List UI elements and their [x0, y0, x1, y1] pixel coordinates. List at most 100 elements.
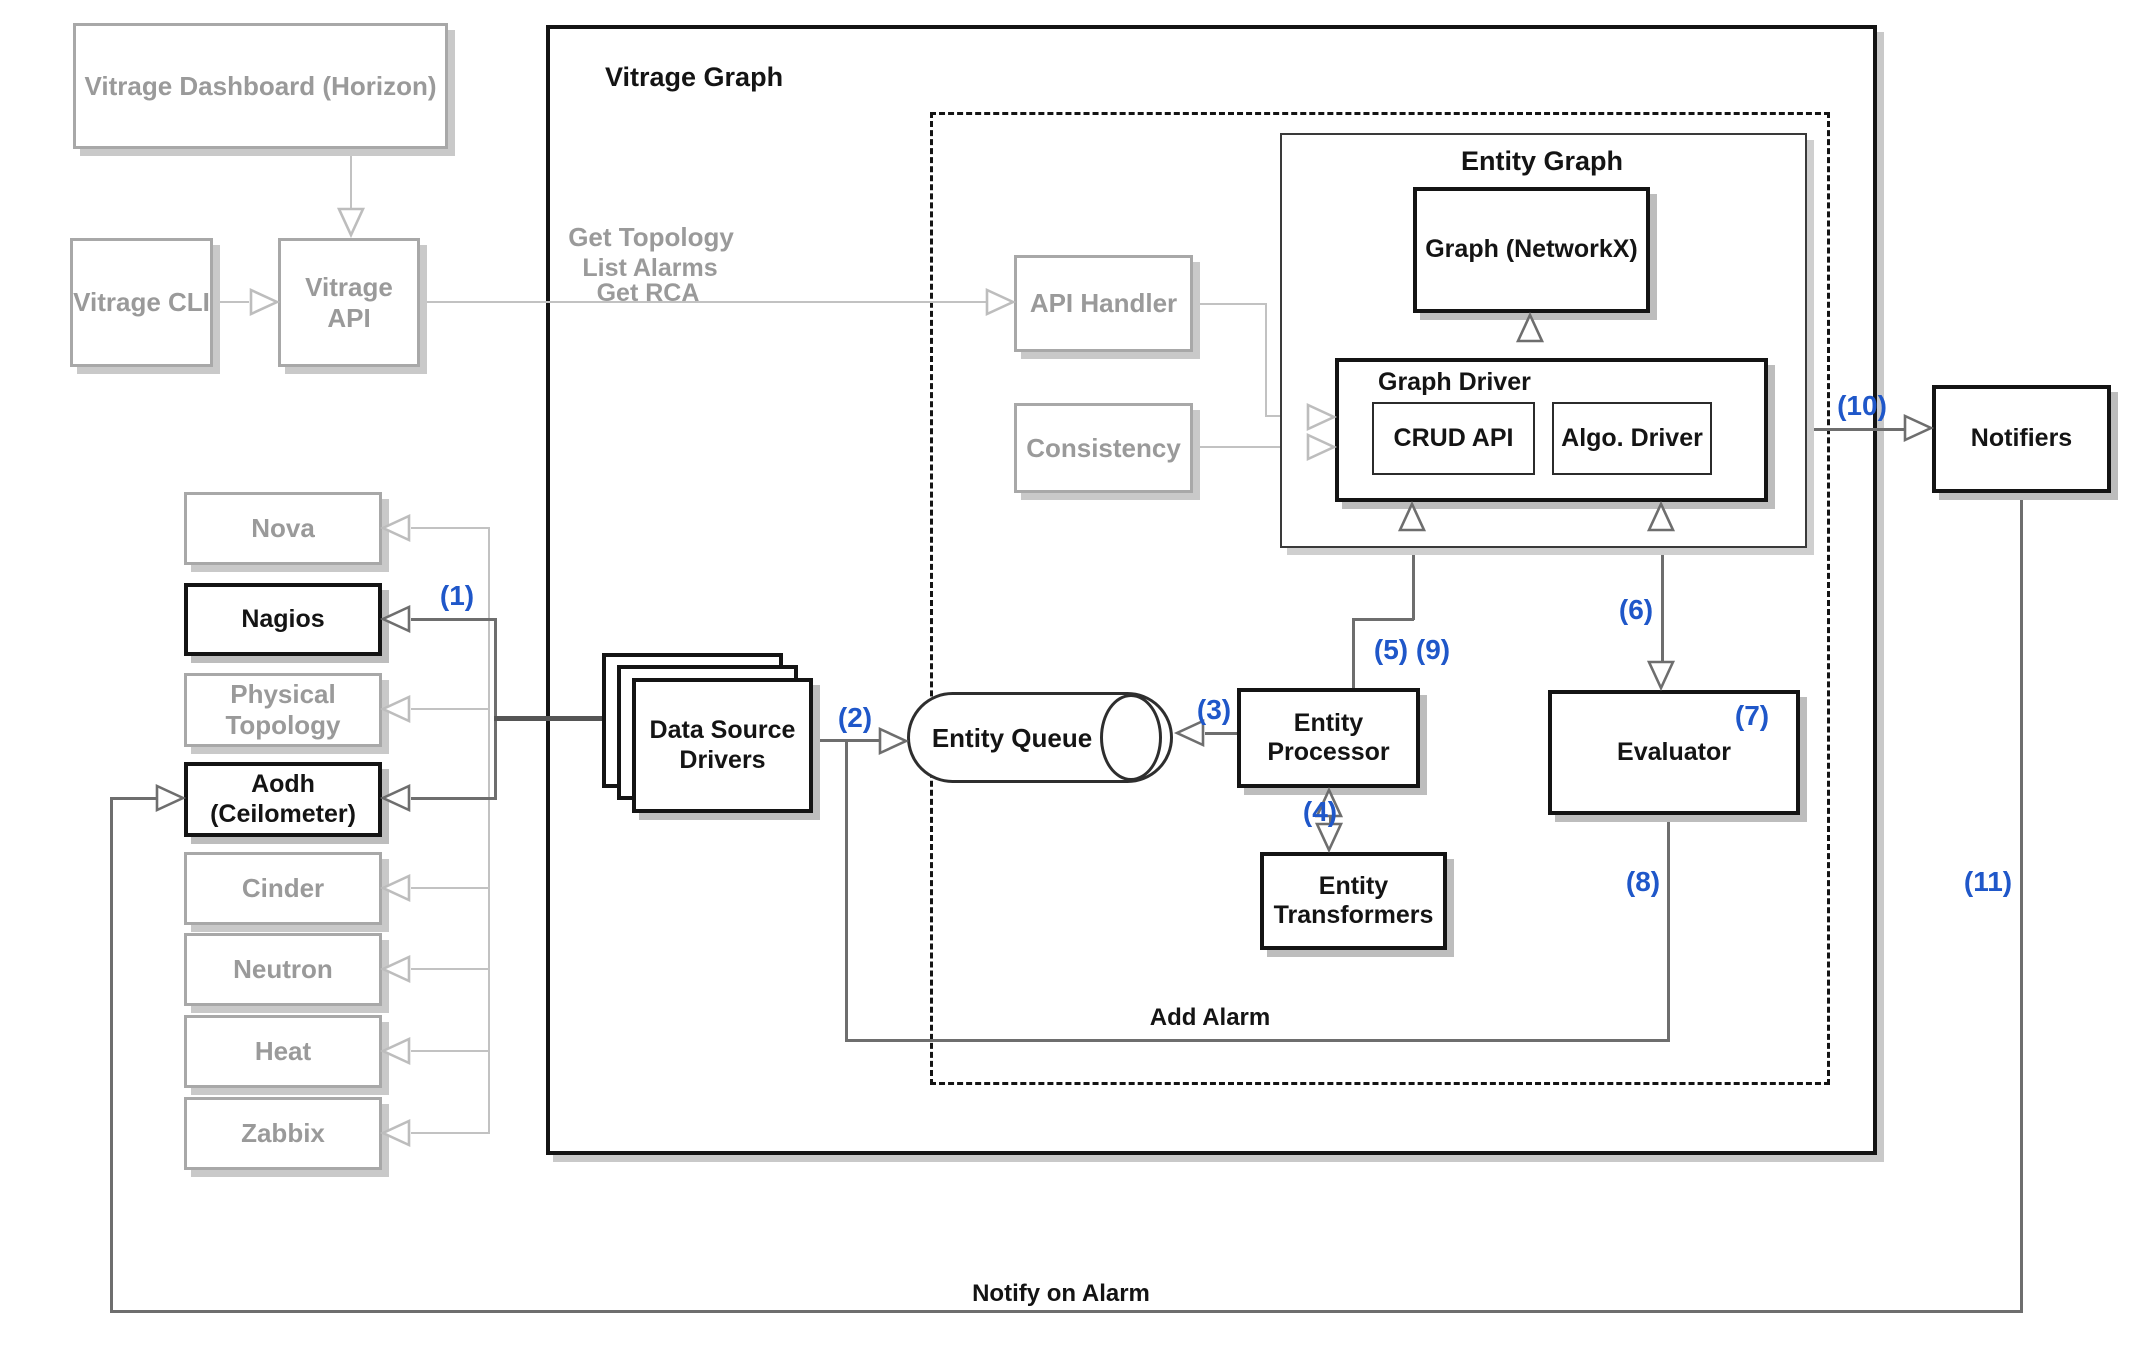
node-consistency-label: Consistency [1026, 432, 1181, 463]
arrowhead-into-physical-topology [379, 694, 411, 724]
step-label-11: (11) [1963, 866, 2013, 897]
edge-processor-up-h [1352, 618, 1414, 621]
arrowhead-transformers-down [1314, 822, 1344, 854]
datasource-cinder-label: Cinder [241, 873, 325, 904]
step-label-4: (4) [1302, 796, 1338, 827]
node-crud-api: CRUD API [1372, 402, 1535, 475]
arrowhead-into-notifiers [1903, 413, 1935, 443]
entity-graph-title: Entity Graph [1460, 146, 1624, 176]
step-label-7: (7) [1734, 700, 1770, 731]
edge-consistency-to-graphdriver [1193, 446, 1307, 448]
node-evaluator-label: Evaluator [1617, 737, 1731, 766]
edge-notify-into-aodh [110, 797, 158, 800]
datasource-neutron: Neutron [184, 933, 382, 1006]
datasource-nova-label: Nova [251, 513, 315, 544]
edge-processor-up-v1 [1352, 618, 1355, 688]
node-algo-driver-label: Algo. Driver [1561, 423, 1703, 452]
vitrage-graph-container [546, 25, 1877, 1155]
node-api-handler-label: API Handler [1029, 288, 1178, 319]
step-label-5-9: (5) (9) [1373, 634, 1451, 665]
edge-processor-to-queue [1205, 732, 1239, 735]
datasource-physical-topology-label: Physical Topology [225, 679, 341, 740]
arrowhead-into-neutron [379, 954, 411, 984]
arrowhead-into-vitrage-api-top [336, 207, 366, 239]
processing-dashed-boundary [930, 112, 1830, 1085]
edge-addalarm-h [845, 1039, 1670, 1042]
branch-neutron [411, 968, 490, 970]
step-label-8: (8) [1625, 866, 1661, 897]
arrowhead-transformers-up [1314, 786, 1344, 818]
datasource-physical-topology: Physical Topology [184, 673, 382, 747]
step-label-3: (3) [1196, 694, 1232, 725]
trunk-light [488, 528, 490, 1133]
node-entity-transformers: Entity Transformers [1260, 852, 1447, 950]
datasource-nagios-label: Nagios [241, 604, 325, 633]
node-vitrage-dashboard-label: Vitrage Dashboard (Horizon) [84, 70, 437, 101]
datasource-cinder: Cinder [184, 852, 382, 925]
node-algo-driver: Algo. Driver [1552, 402, 1712, 475]
edge-notify-up-left [110, 797, 113, 1312]
node-vitrage-cli: Vitrage CLI [70, 238, 213, 367]
branch-nagios [411, 618, 497, 621]
edge-api-to-apihandler [420, 301, 986, 303]
edge-evaluator-shaft [1661, 528, 1664, 664]
node-graph-networkx-label: Graph (NetworkX) [1425, 235, 1638, 264]
node-data-source-drivers-label: Data Source Drivers [649, 716, 796, 774]
node-vitrage-api-label: Vitrage API [305, 271, 393, 333]
edge-transformers-shaft [1329, 810, 1332, 832]
node-vitrage-dashboard: Vitrage Dashboard (Horizon) [73, 23, 448, 149]
trunk-to-drivers [494, 716, 606, 721]
arrowhead-cli-to-api [249, 287, 281, 317]
edge-label-list-alarms: List Alarms [582, 254, 718, 282]
node-vitrage-api: Vitrage API [278, 238, 420, 367]
entity-queue-cylinder-cap [1100, 694, 1162, 781]
arrowhead-consistency-into-graphdriver [1306, 432, 1338, 462]
edge-label-notify-on-alarm: Notify on Alarm [972, 1280, 1150, 1307]
node-data-source-drivers: Data Source Drivers [632, 678, 813, 813]
arrowhead-evaluator-into-graphdriver [1646, 500, 1676, 532]
edge-evaluator-down [1667, 815, 1670, 1041]
edge-apihandler-out-v [1265, 303, 1267, 417]
edge-label-add-alarm: Add Alarm [1149, 1004, 1271, 1031]
node-graph-networkx: Graph (NetworkX) [1413, 187, 1650, 313]
node-entity-queue-label: Entity Queue [931, 723, 1093, 753]
arrowhead-apihandler-into-graphdriver [1306, 402, 1338, 432]
datasource-neutron-label: Neutron [233, 954, 333, 985]
datasource-zabbix: Zabbix [184, 1097, 382, 1170]
arrowhead-into-cinder [379, 873, 411, 903]
arrowhead-into-entity-queue [878, 726, 910, 756]
edge-addalarm-up [845, 739, 848, 1039]
step-label-2: (2) [837, 702, 873, 733]
edge-label-get-topology: Get Topology [568, 222, 734, 252]
node-vitrage-cli-label: Vitrage CLI [73, 287, 210, 318]
arrowhead-processor-into-queue [1173, 718, 1205, 748]
edge-dashboard-to-api [350, 149, 352, 211]
node-entity-processor-label: Entity Processor [1267, 708, 1390, 767]
node-crud-api-label: CRUD API [1393, 423, 1514, 452]
arrowhead-into-nagios [379, 604, 411, 634]
datasource-heat-label: Heat [254, 1036, 312, 1067]
node-consistency: Consistency [1014, 403, 1193, 493]
node-entity-transformers-label: Entity Transformers [1273, 871, 1434, 930]
arrowhead-into-evaluator-top [1646, 660, 1676, 692]
arrowhead-into-nova [379, 513, 411, 543]
branch-zabbix [411, 1132, 490, 1134]
edge-notifiers-down [2020, 493, 2023, 1312]
vitrage-graph-title: Vitrage Graph [605, 62, 784, 92]
edge-graphdriver-to-notifiers [1768, 428, 1906, 431]
edge-notify-on-alarm-h [110, 1310, 2023, 1313]
arrowhead-notify-into-aodh-left [155, 783, 187, 813]
datasource-aodh-label: Aodh (Ceilometer) [210, 770, 356, 828]
datasource-zabbix-label: Zabbix [241, 1118, 325, 1149]
node-api-handler: API Handler [1014, 255, 1193, 352]
edge-apihandler-out-h1 [1193, 303, 1267, 305]
arrowhead-into-api-handler [985, 287, 1017, 317]
branch-cinder [411, 887, 490, 889]
node-notifiers: Notifiers [1932, 385, 2111, 493]
arrowhead-into-heat [379, 1036, 411, 1066]
branch-nova [411, 527, 490, 529]
datasource-nova: Nova [184, 492, 382, 565]
step-label-6: (6) [1618, 594, 1654, 625]
arrowhead-driver-into-networkx [1515, 311, 1545, 343]
